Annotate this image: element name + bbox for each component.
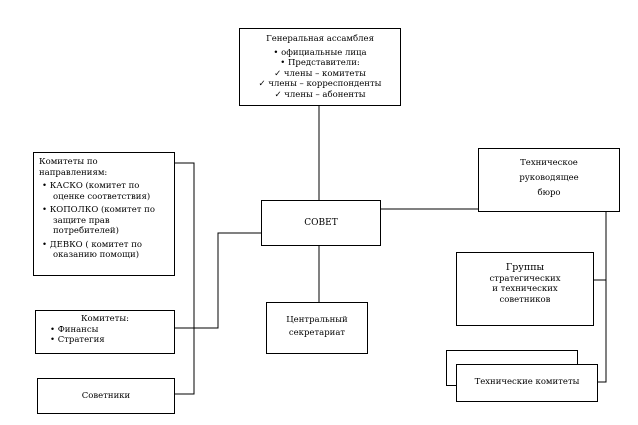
central-secretariat-line1: Центральный: [286, 315, 348, 325]
assembly-item-officials: официальные лица: [240, 48, 400, 59]
advisers-box: Советники: [37, 378, 175, 414]
direction-committees-title-line2: направлениям:: [39, 167, 108, 178]
strategic-groups-line3: и технических: [492, 284, 558, 294]
central-secretariat-line2: секретариат: [288, 328, 346, 338]
copolco-item-line2: защите прав потребителей): [53, 215, 119, 237]
committees-title: Комитеты:: [80, 314, 130, 324]
technical-board-line1: Техническое: [520, 158, 578, 168]
connector-technical-board-bus: [598, 198, 607, 383]
assembly-subitem-subscriber-members: члены – абоненты: [240, 90, 400, 101]
committees-item-finance: Финансы: [36, 325, 174, 336]
assembly-item-representatives: Представители:: [240, 58, 400, 69]
advisers-title: Советники: [81, 391, 131, 401]
technical-board-line3: бюро: [537, 188, 561, 198]
assembly-subitem-correspondent-members: члены – корреспонденты: [240, 79, 400, 90]
direction-committees-title-line1: Комитеты по: [39, 157, 98, 167]
connector-council-left-bus: [175, 232, 261, 329]
direction-committees-box: Комитеты по направлениям: КАСКО (комитет…: [33, 152, 175, 276]
council-box: СОВЕТ: [261, 200, 381, 246]
technical-board-line2: руководящее: [519, 173, 579, 183]
council-title: СОВЕТ: [304, 218, 338, 228]
general-assembly-box: Генеральная ассамблея официальные лица П…: [239, 28, 401, 106]
casco-item-line2: оценке соответствия): [53, 191, 151, 202]
connector-direction-committees-bus: [175, 162, 195, 395]
general-assembly-title: Генеральная ассамблея: [266, 34, 374, 44]
central-secretariat-box: Центральный секретариат: [266, 302, 368, 354]
assembly-subitem-committee-members: члены – комитеты: [240, 69, 400, 80]
strategic-groups-line2: стратегических: [489, 273, 561, 284]
technical-board-box: Техническое руководящее бюро: [478, 148, 620, 212]
strategic-groups-line1: Группы: [505, 262, 545, 273]
devco-item-line2: оказанию помощи): [53, 250, 140, 260]
casco-item-line1: КАСКО (комитет по: [39, 181, 174, 192]
devco-item-line1: ДЕВКО ( комитет по: [39, 240, 174, 251]
copolco-item-line1: КОПОЛКО (комитет по: [39, 205, 174, 216]
technical-committees-box: Технические комитеты: [456, 364, 598, 402]
committees-item-strategy: Стратегия: [36, 335, 174, 346]
committees-box: Комитеты: Финансы Стратегия: [35, 310, 175, 354]
strategic-groups-box: Группы стратегических и технических сове…: [456, 252, 594, 326]
technical-committees-title: Технические комитеты: [474, 377, 580, 387]
strategic-groups-line4: советников: [499, 294, 551, 305]
